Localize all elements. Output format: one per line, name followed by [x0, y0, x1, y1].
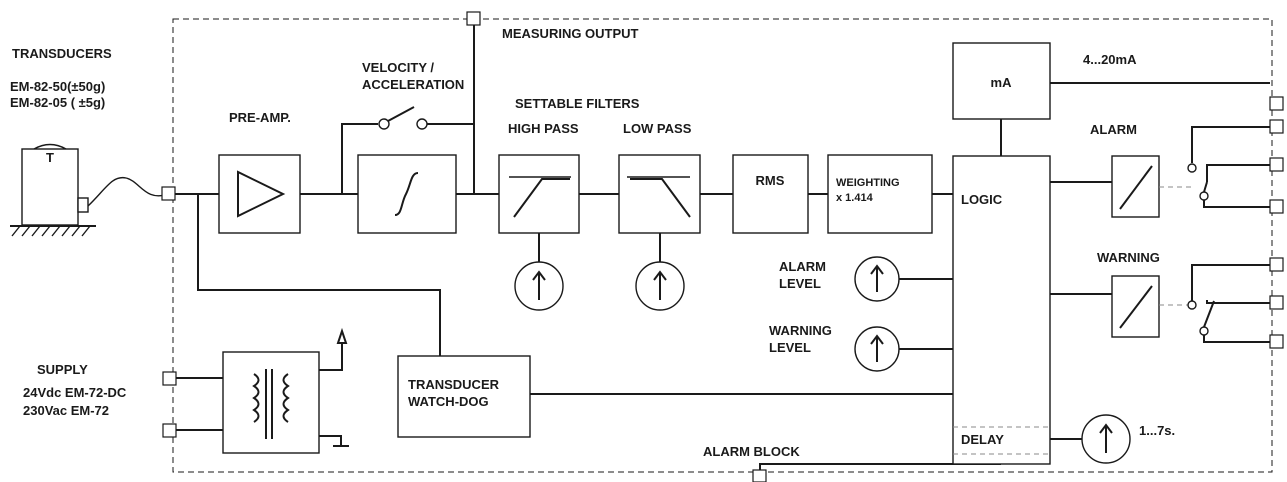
integral-icon: [394, 172, 419, 216]
watchdog-block: [397, 355, 531, 438]
alarm-relay-terminal-1: [1269, 119, 1284, 134]
logic-label: LOGIC: [961, 192, 1003, 207]
ma-converter-block: [952, 42, 1051, 120]
supply-terminal-2: [162, 423, 177, 438]
logic-block: [952, 155, 1051, 465]
warning-level-label-line1: WARNING: [769, 323, 832, 338]
high-pass-filter-block: [498, 154, 580, 234]
alarm-label: ALARM: [1090, 122, 1137, 137]
supply-label: SUPPLY: [37, 362, 88, 377]
delay-adjust-knob-icon: [1081, 414, 1131, 464]
weighting-block: [827, 154, 933, 234]
transducers-label: TRANSDUCERS: [12, 46, 112, 61]
high-pass-adjust-knob-icon: [514, 261, 564, 311]
supply-output-arrow-icon: [336, 327, 348, 344]
supply-ac-label: 230Vac EM-72: [23, 403, 109, 418]
velocity-label-line1: VELOCITY /: [362, 60, 434, 75]
rms-label: RMS: [756, 173, 785, 188]
current-output-terminal: [1269, 96, 1284, 111]
weighting-label-line2: x 1.414: [836, 192, 874, 204]
delay-label: DELAY: [961, 432, 1004, 447]
pre-amp-label: PRE-AMP.: [229, 110, 291, 125]
transducer-cable: [87, 176, 169, 207]
transducer-model-2: EM-82-05 ( ±5g): [10, 95, 105, 110]
alarm-relay-contacts: [1187, 126, 1270, 208]
alarm-block-label: ALARM BLOCK: [703, 444, 800, 459]
low-pass-adjust-knob-icon: [635, 261, 685, 311]
transformer-icon: [252, 369, 290, 439]
warning-relay-terminal-1: [1269, 257, 1284, 272]
settable-filters-label: SETTABLE FILTERS: [515, 96, 640, 111]
warning-relay-terminal-3: [1269, 334, 1284, 349]
enclosure-border: [172, 18, 1273, 473]
warning-relay-contacts: [1187, 264, 1270, 343]
measuring-output-terminal: [466, 11, 481, 26]
transducer-model-1: EM-82-50(±50g): [10, 79, 105, 94]
velocity-label-line2: ACCELERATION: [362, 77, 464, 92]
transducer-sensor: [10, 143, 96, 237]
weighting-label-line1: WEIGHTING: [836, 177, 900, 189]
measuring-output-label: MEASURING OUTPUT: [502, 26, 639, 41]
alarm-block-terminal: [752, 469, 767, 482]
low-pass-curve-icon: [627, 176, 691, 218]
low-pass-label: LOW PASS: [623, 121, 692, 136]
high-pass-curve-icon: [509, 176, 571, 218]
ma-label: mA: [991, 75, 1013, 90]
watchdog-label-line1: TRANSDUCER: [408, 377, 500, 392]
transducer-letter: T: [46, 150, 54, 165]
warning-level-label-line2: LEVEL: [769, 340, 811, 355]
watchdog-label-line2: WATCH-DOG: [408, 394, 489, 409]
amplifier-triangle-icon: [237, 170, 286, 218]
delay-range-label: 1...7s.: [1139, 423, 1175, 438]
warning-label: WARNING: [1097, 250, 1160, 265]
supply-terminal-1: [162, 371, 177, 386]
alarm-level-label-line2: LEVEL: [779, 276, 821, 291]
supply-dc-label: 24Vdc EM-72-DC: [23, 385, 127, 400]
warning-level-knob-icon: [854, 326, 900, 372]
input-terminal: [161, 186, 176, 201]
pre-amp-block: [218, 154, 301, 234]
alarm-relay-terminal-3: [1269, 199, 1284, 214]
alarm-relay-terminal-2: [1269, 157, 1284, 172]
signal-wires: [175, 25, 1270, 470]
low-pass-filter-block: [618, 154, 701, 234]
alarm-level-label-line1: ALARM: [779, 259, 826, 274]
high-pass-label: HIGH PASS: [508, 121, 579, 136]
rms-block: [732, 154, 809, 234]
current-output-label: 4...20mA: [1083, 52, 1137, 67]
alarm-level-knob-icon: [854, 256, 900, 302]
warning-relay-terminal-2: [1269, 295, 1284, 310]
